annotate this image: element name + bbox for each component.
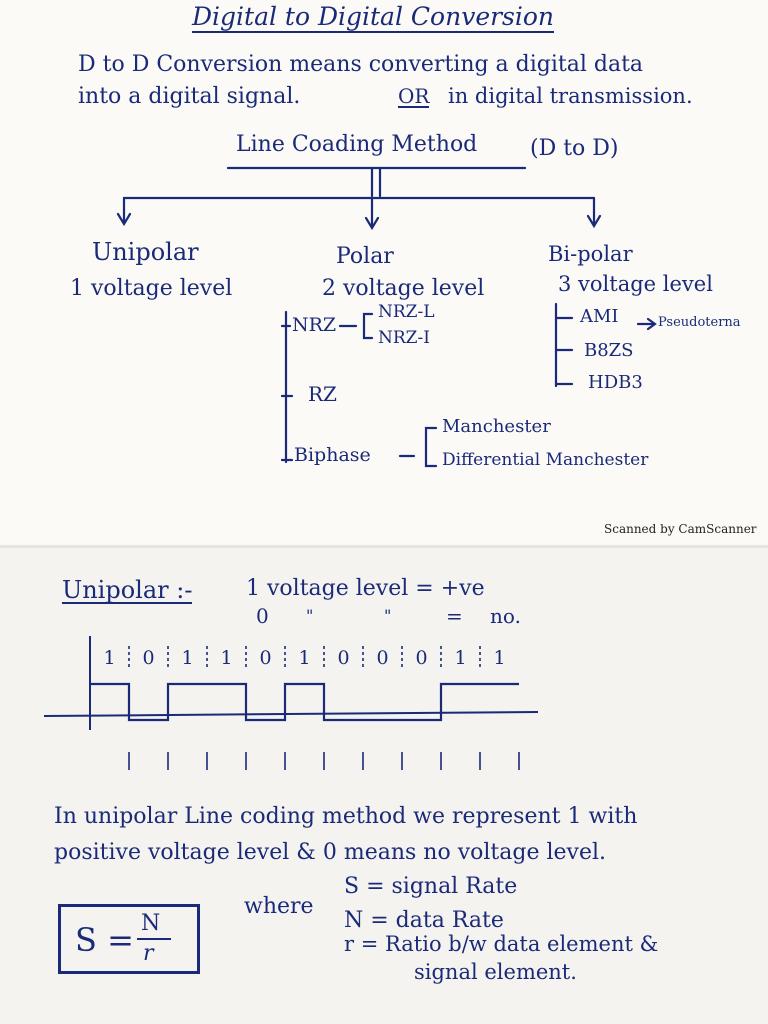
page-title: Digital to Digital Conversion [192, 2, 555, 33]
bit-label: 0 [416, 647, 428, 669]
bit-label: 1 [221, 647, 233, 669]
arrowhead-bipolar [586, 214, 602, 229]
ami-arrowhead [646, 317, 657, 331]
formula-numerator: N [141, 911, 161, 936]
unipolar-rule-2-quote-2: " [384, 606, 392, 625]
formula-def-s: S = signal Rate [344, 874, 518, 899]
unipolar-description-2: positive voltage level & 0 means no volt… [54, 840, 606, 865]
biphase-bracket [424, 426, 438, 468]
time-axis [43, 711, 539, 717]
intro-or: OR [398, 84, 430, 108]
method-suffix: (D to D) [530, 136, 619, 161]
polar-nrz: NRZ [292, 314, 337, 336]
sheet-divider [0, 545, 768, 548]
bipolar-ami: AMI [580, 306, 619, 327]
polar-biphase: Biphase [294, 444, 371, 466]
bit-label: 0 [338, 647, 350, 669]
bit-label: 0 [377, 647, 389, 669]
formula-box: S = N r [58, 904, 200, 974]
bit-label: 1 [299, 647, 311, 669]
bottom-sheet [0, 548, 768, 1024]
intro-line-2a: into a digital signal. [78, 84, 301, 109]
arrowhead-polar [364, 216, 380, 231]
polar-nrz-l: NRZ-L [378, 302, 435, 322]
unipolar-rule-2-quote-1: " [306, 606, 314, 625]
bit-label: 1 [455, 647, 467, 669]
bit-label: 0 [143, 647, 155, 669]
polar-branch-label: Polar [336, 244, 394, 269]
formula-where: where [244, 894, 314, 919]
bipolar-pseudoternary: Pseudoterna [658, 315, 741, 330]
intro-line-1: D to D Conversion means converting a dig… [78, 52, 644, 77]
unipolar-rule-2-eq: = [446, 604, 463, 628]
unipolar-heading: Unipolar :- [62, 576, 193, 604]
unipolar-description-1: In unipolar Line coding method we repres… [54, 804, 638, 829]
arrowhead-unipolar [116, 212, 132, 227]
formula-def-n: N = data Rate [344, 908, 504, 933]
formula-fraction-bar [137, 938, 171, 940]
scanner-credit: Scanned by CamScanner [604, 522, 757, 536]
unipolar-branch-label: Unipolar [92, 238, 199, 266]
unipolar-rule-2-zero: 0 [256, 604, 269, 628]
polar-manchester: Manchester [442, 416, 551, 437]
bipolar-branch-label: Bi-polar [548, 242, 633, 266]
bit-label: 1 [494, 647, 506, 669]
method-label: Line Coading Method [236, 132, 478, 157]
bipolar-b8zs: B8ZS [584, 340, 634, 361]
formula-def-r2: signal element. [414, 960, 577, 984]
formula-denominator: r [143, 941, 154, 966]
nrz-bracket [362, 312, 374, 340]
bit-label: 0 [260, 647, 272, 669]
top-sheet [0, 0, 768, 545]
formula-def-r1: r = Ratio b/w data element & [344, 932, 659, 956]
unipolar-branch-level: 1 voltage level [70, 276, 233, 301]
intro-line-2b: in digital transmission. [448, 84, 693, 108]
formula-lhs: S = [75, 921, 134, 959]
polar-nrz-i: NRZ-I [378, 328, 430, 348]
signal-trace [90, 682, 519, 722]
polar-differential-manchester: Differential Manchester [442, 450, 649, 470]
bit-label: 1 [182, 647, 194, 669]
bit-label: 1 [104, 647, 116, 669]
unipolar-rule-1: 1 voltage level = +ve [246, 576, 485, 601]
bipolar-hdb3: HDB3 [588, 372, 643, 393]
polar-branch-level: 2 voltage level [322, 276, 485, 301]
polar-rz: RZ [308, 382, 337, 406]
unipolar-rule-2-val: no. [490, 604, 521, 628]
bipolar-branch-level: 3 voltage level [558, 272, 713, 296]
